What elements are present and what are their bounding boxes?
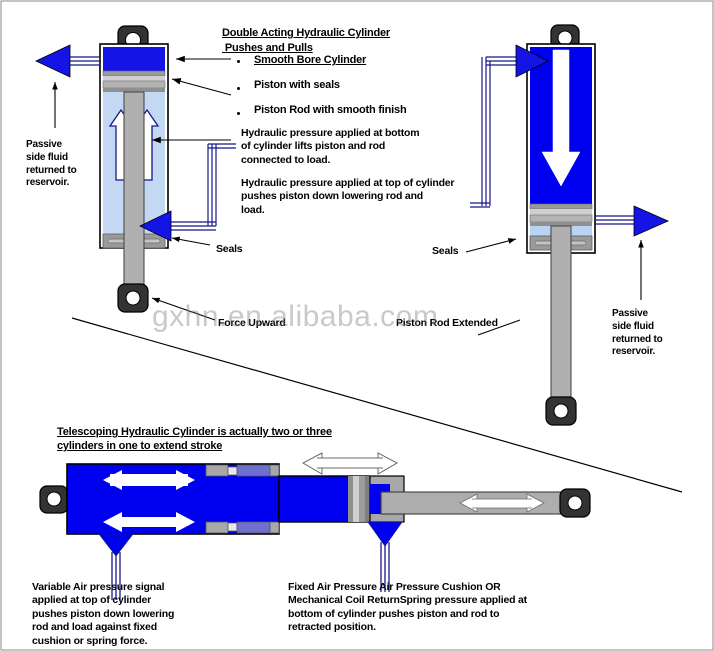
- telescoping-left-supply-arrow: [98, 533, 134, 557]
- telescoping-note-left: Variable Air pressure signal applied at …: [32, 581, 175, 647]
- diagonal-separator: [71, 317, 683, 493]
- left-outflow-arrow: [35, 44, 71, 78]
- right-cylinder: [470, 24, 669, 426]
- left-cylinder: [35, 25, 236, 313]
- telescoping-cylinder: [39, 452, 591, 600]
- label-passive-side-left: Passive side fluid returned to reservoir…: [26, 139, 77, 189]
- main-title-line2: Pushes and Pulls: [222, 42, 313, 54]
- telescoping-heading: Telescoping Hydraulic Cylinder is actual…: [57, 426, 332, 453]
- right-outflow-arrow: [633, 205, 669, 237]
- bullet-dot-icon: [237, 87, 240, 90]
- right-top-port-line: [470, 56, 516, 208]
- bullet-dot-icon: [237, 60, 240, 63]
- left-bottom-port-line: [168, 143, 236, 231]
- bullet-dot-icon: [237, 112, 240, 115]
- main-title-line1: Double Acting Hydraulic Cylinder: [222, 27, 390, 39]
- right-inflow-arrow: [515, 44, 549, 78]
- paragraph-bottom-pressure: Hydraulic pressure applied at bottom of …: [241, 127, 420, 166]
- left-top-port-line: [70, 56, 100, 66]
- bullet-item-0: Smooth Bore Cylinder: [254, 54, 367, 66]
- right-bottom-port-line: [595, 215, 640, 225]
- label-seals-left: Seals: [216, 243, 243, 255]
- label-passive-side-right: Passive side fluid returned to reservoir…: [612, 308, 663, 358]
- bullet-item-2: Piston Rod with smooth finish: [254, 104, 407, 116]
- callout-leaders: [52, 55, 644, 336]
- label-piston-rod-extended: Piston Rod Extended: [396, 317, 498, 329]
- label-force-upward: Force Upward: [218, 317, 286, 329]
- bullet-item-1: Piston with seals: [254, 79, 340, 91]
- label-seals-right: Seals: [432, 245, 459, 257]
- paragraph-top-pressure: Hydraulic pressure applied at top of cyl…: [241, 177, 455, 216]
- left-inflow-arrow: [139, 210, 172, 242]
- telescoping-right-supply-arrow: [367, 521, 403, 547]
- telescoping-note-right: Fixed Air Pressure Air Pressure Cushion …: [288, 581, 527, 634]
